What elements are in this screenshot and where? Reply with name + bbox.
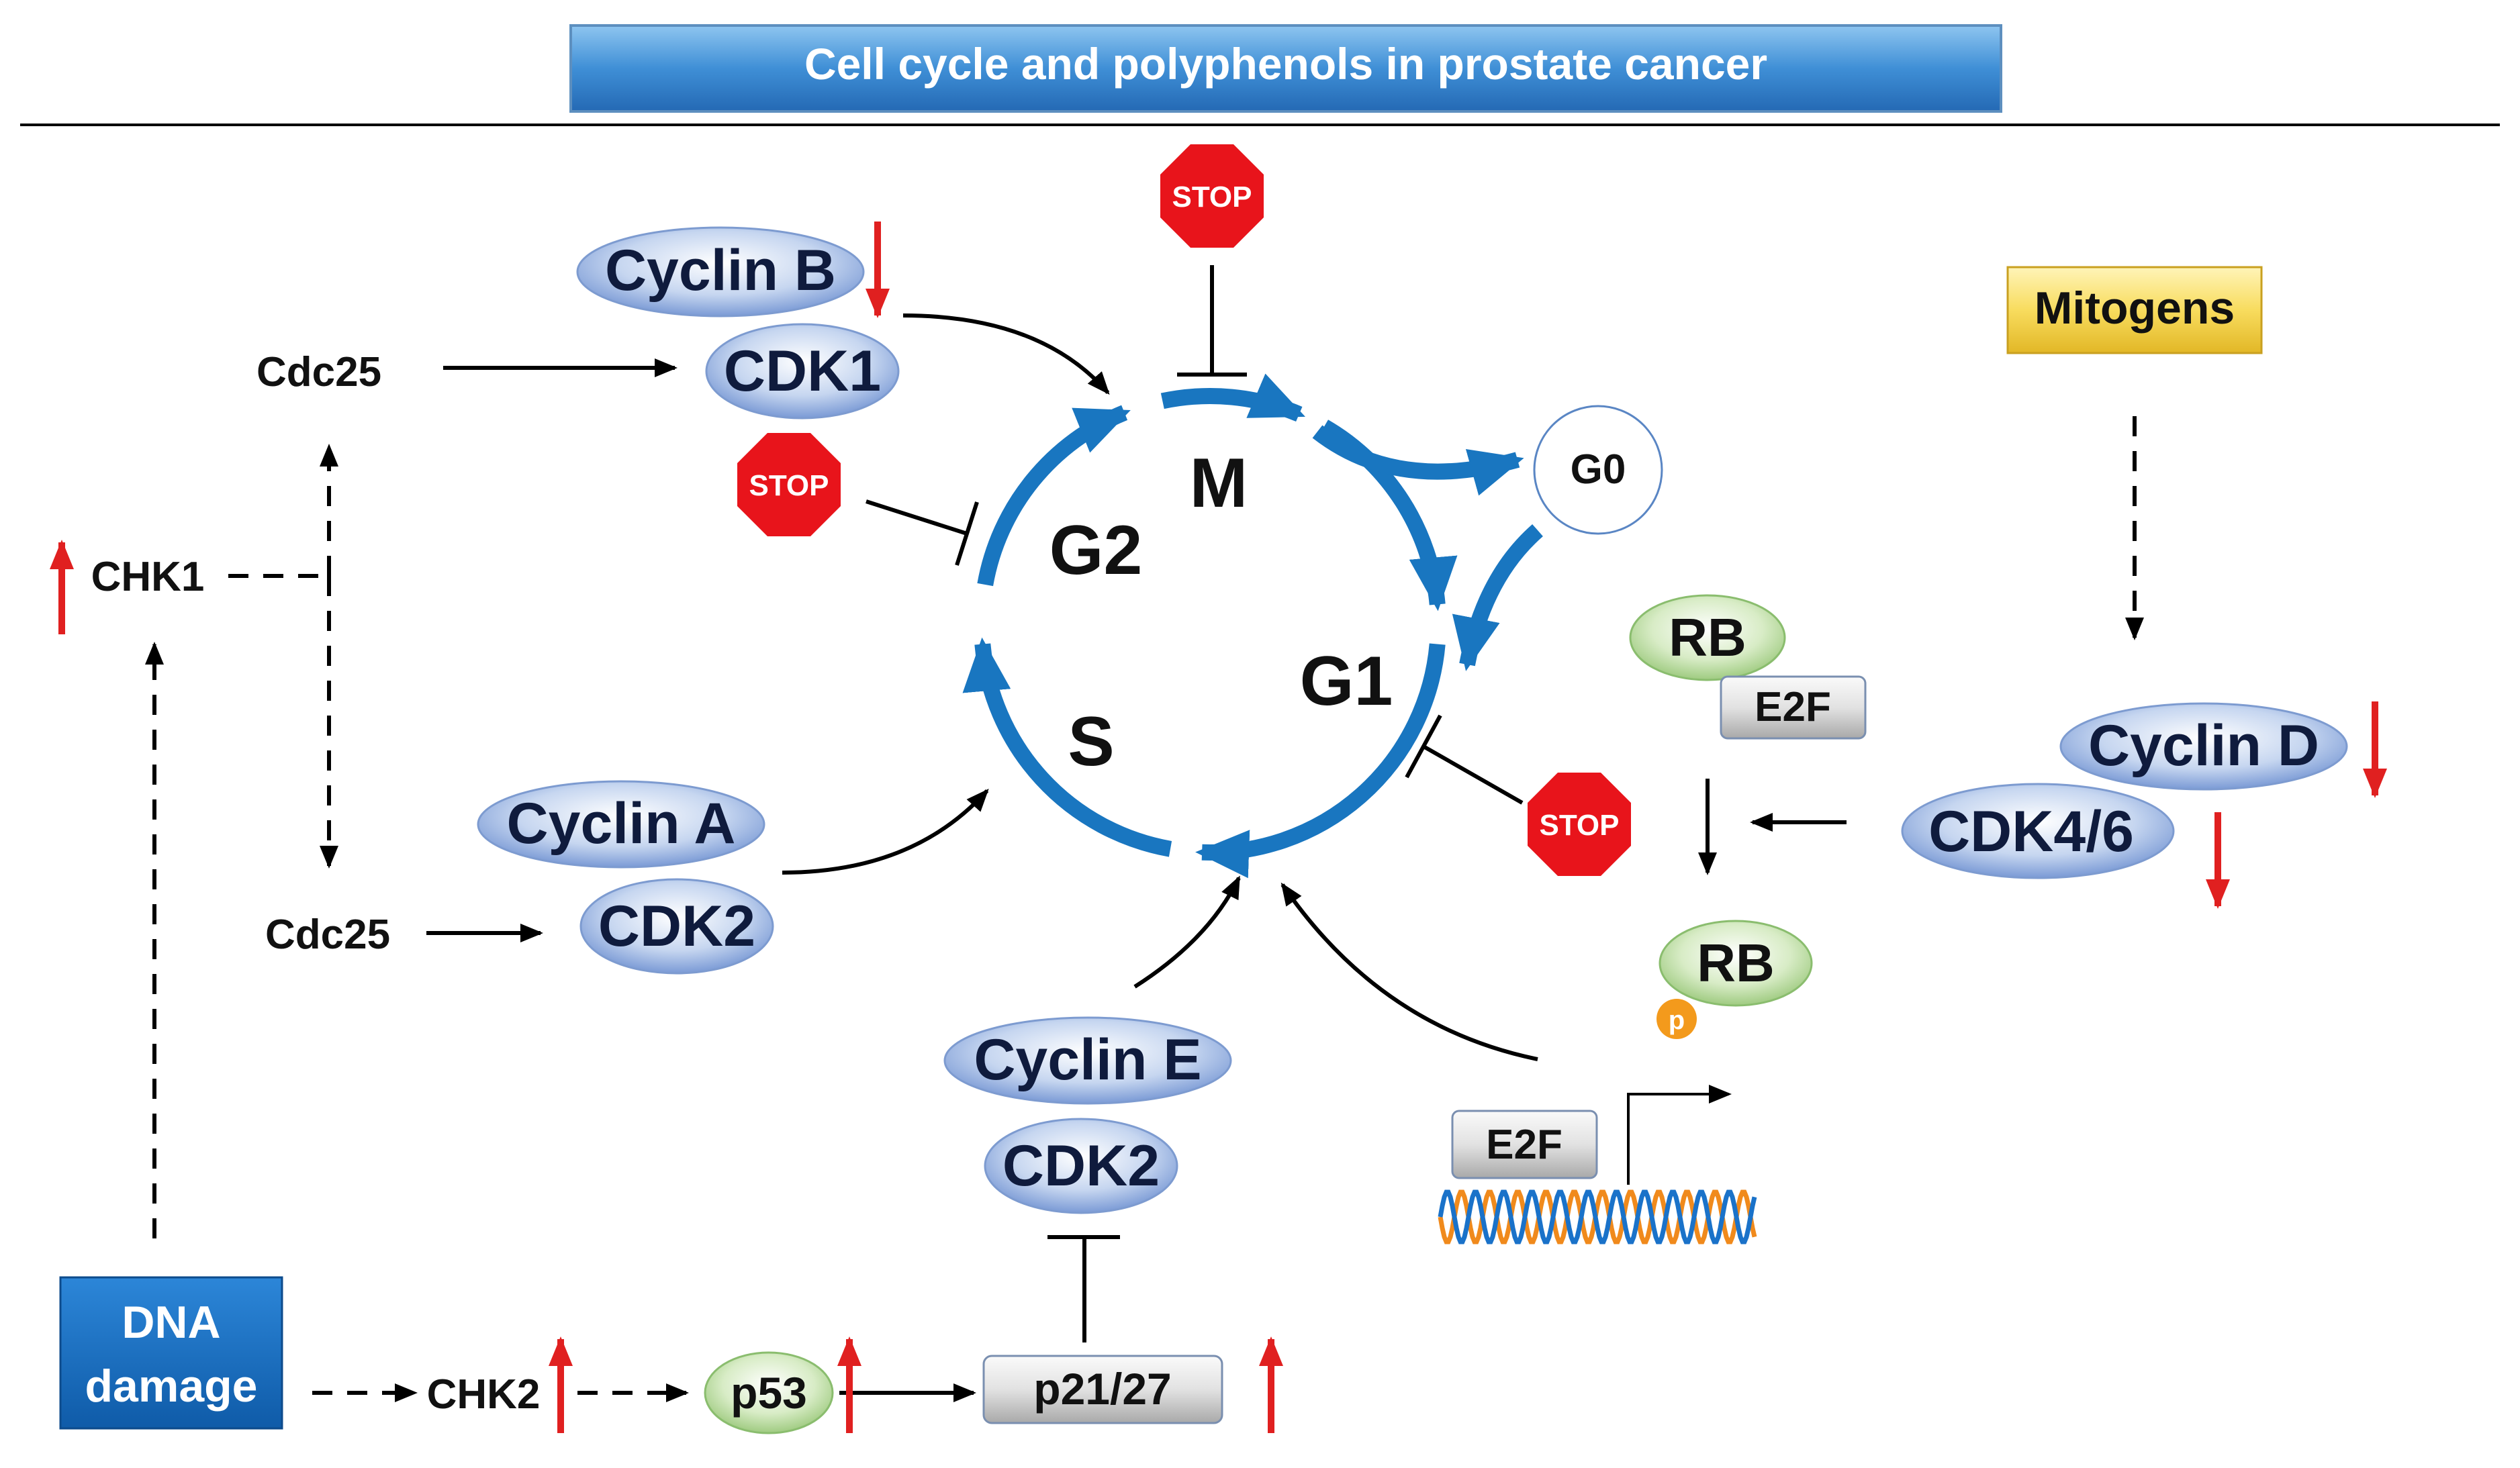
phosphate-label: p bbox=[1669, 1006, 1685, 1035]
cdk2-a-oval bbox=[579, 878, 774, 975]
svg-text:STOP: STOP bbox=[1172, 181, 1252, 213]
mitogens-box: Mitogens bbox=[2006, 266, 2263, 354]
cyclin-b-cdk1-complex: Cyclin B CDK1 bbox=[576, 226, 900, 420]
cyclin-d-label: Cyclin D bbox=[2088, 714, 2319, 778]
cdc25-bottom-label: Cdc25 bbox=[265, 912, 390, 958]
p2127-label: p21/27 bbox=[1033, 1364, 1171, 1414]
cyclin-a-label: Cyclin A bbox=[507, 791, 736, 856]
dna-damage-line2: damage bbox=[85, 1361, 258, 1412]
stop-sign-g1: STOP bbox=[1528, 773, 1631, 876]
phosphate-dot bbox=[1656, 999, 1697, 1039]
inhibit-p2127-cdk2 bbox=[1047, 1235, 1120, 1342]
cyclin-b-label: Cyclin B bbox=[605, 238, 836, 303]
cyclin-e-oval bbox=[943, 1016, 1232, 1105]
e2f-top-label: E2F bbox=[1755, 684, 1831, 730]
cyclin-d-cdk46-complex: CDK4/6 Cyclin D bbox=[1901, 702, 2348, 879]
cdk2-a-label: CDK2 bbox=[598, 894, 755, 959]
rb-bottom-oval bbox=[1659, 920, 1813, 1007]
phase-label-m: M bbox=[1190, 444, 1248, 522]
cyclin-e-label: Cyclin E bbox=[974, 1028, 1201, 1092]
cyclin-e-cdk2-complex: Cyclin E CDK2 bbox=[943, 1016, 1232, 1214]
g0-branch: G0 bbox=[1312, 405, 1663, 671]
dna-strand bbox=[1438, 1189, 1757, 1244]
e2f-top-box bbox=[1720, 675, 1867, 740]
cycle-arc-g2-to-m-left bbox=[977, 405, 1131, 587]
rb-top-oval bbox=[1629, 594, 1786, 681]
arrow-g0-to-g1 bbox=[1452, 524, 1543, 671]
title-banner: Cell cycle and polyphenols in prostate c… bbox=[569, 24, 2002, 113]
cdk2-e-oval bbox=[984, 1118, 1178, 1214]
activation-arrows bbox=[426, 313, 1847, 1402]
chk2-label: CHK2 bbox=[427, 1371, 541, 1418]
phase-label-g1: G1 bbox=[1300, 642, 1393, 720]
dashed-arrows bbox=[145, 416, 2144, 1402]
cyclin-a-cdk2-complex: Cyclin A CDK2 bbox=[477, 780, 774, 975]
cyclin-d-oval bbox=[2059, 702, 2348, 791]
svg-text:STOP: STOP bbox=[749, 469, 829, 502]
p2127-node: p21/27 bbox=[982, 1355, 1223, 1424]
cdk1-oval bbox=[705, 323, 900, 420]
inhibit-stop-g2 bbox=[866, 499, 979, 566]
arrow-cycline-to-g1 bbox=[1133, 875, 1241, 989]
dna-helix bbox=[1438, 1189, 1757, 1244]
dna-strand bbox=[1438, 1189, 1757, 1244]
cdc25-top-label: Cdc25 bbox=[256, 349, 381, 395]
transcription-arrow bbox=[1627, 1085, 1732, 1185]
cycle-arc-m-top bbox=[1160, 373, 1306, 422]
inhibit-stop-m bbox=[1177, 265, 1247, 377]
svg-text:STOP: STOP bbox=[1539, 809, 1619, 842]
p53-node: p53 bbox=[704, 1351, 834, 1434]
cdk46-label: CDK4/6 bbox=[1928, 799, 2134, 864]
inhibit-stop-g1 bbox=[1405, 714, 1524, 805]
cdk2-e-label: CDK2 bbox=[1002, 1134, 1160, 1198]
phospho-rb: RB p bbox=[1656, 920, 1813, 1039]
stop-sign-g2: STOP bbox=[737, 433, 841, 536]
cyclin-a-oval bbox=[477, 780, 765, 869]
dna-damage-box: DNA damage bbox=[59, 1276, 283, 1430]
cdk46-oval bbox=[1901, 783, 2175, 879]
dna-damage-line1: DNA bbox=[122, 1297, 220, 1348]
cycle-arc-s-to-g2-left bbox=[962, 637, 1172, 857]
arrow-cyclina-to-s bbox=[782, 789, 989, 875]
phase-label-g2: G2 bbox=[1049, 511, 1143, 589]
inhibition-lines bbox=[866, 265, 1524, 805]
phase-label-s: S bbox=[1068, 703, 1114, 781]
arrow-e2f-to-g1 bbox=[1280, 882, 1538, 1061]
cycle-arc-g1-to-s-bottom bbox=[1195, 643, 1446, 879]
cdk1-label: CDK1 bbox=[724, 339, 881, 403]
page-title: Cell cycle and polyphenols in prostate c… bbox=[804, 39, 1767, 89]
red-regulation-arrows bbox=[50, 222, 2387, 1433]
rb-top-label: RB bbox=[1669, 607, 1746, 667]
arrow-cyclinb-to-m bbox=[902, 313, 1110, 395]
chk1-label: CHK1 bbox=[91, 554, 205, 600]
stop-sign-m: STOP bbox=[1160, 144, 1264, 248]
cyclin-b-oval bbox=[576, 226, 865, 317]
rb-bottom-label: RB bbox=[1697, 933, 1775, 993]
mitogens-label: Mitogens bbox=[2035, 283, 2235, 334]
e2f-dna: E2F bbox=[1438, 1085, 1757, 1244]
e2f-dna-label: E2F bbox=[1486, 1122, 1562, 1168]
rb-e2f-complex: RB E2F bbox=[1629, 594, 1867, 740]
p53-label: p53 bbox=[731, 1368, 807, 1418]
g0-node bbox=[1533, 405, 1663, 535]
phase-label-g0: G0 bbox=[1571, 446, 1626, 493]
e2f-dna-box bbox=[1451, 1110, 1598, 1179]
arrow-m-to-g0 bbox=[1312, 425, 1524, 496]
